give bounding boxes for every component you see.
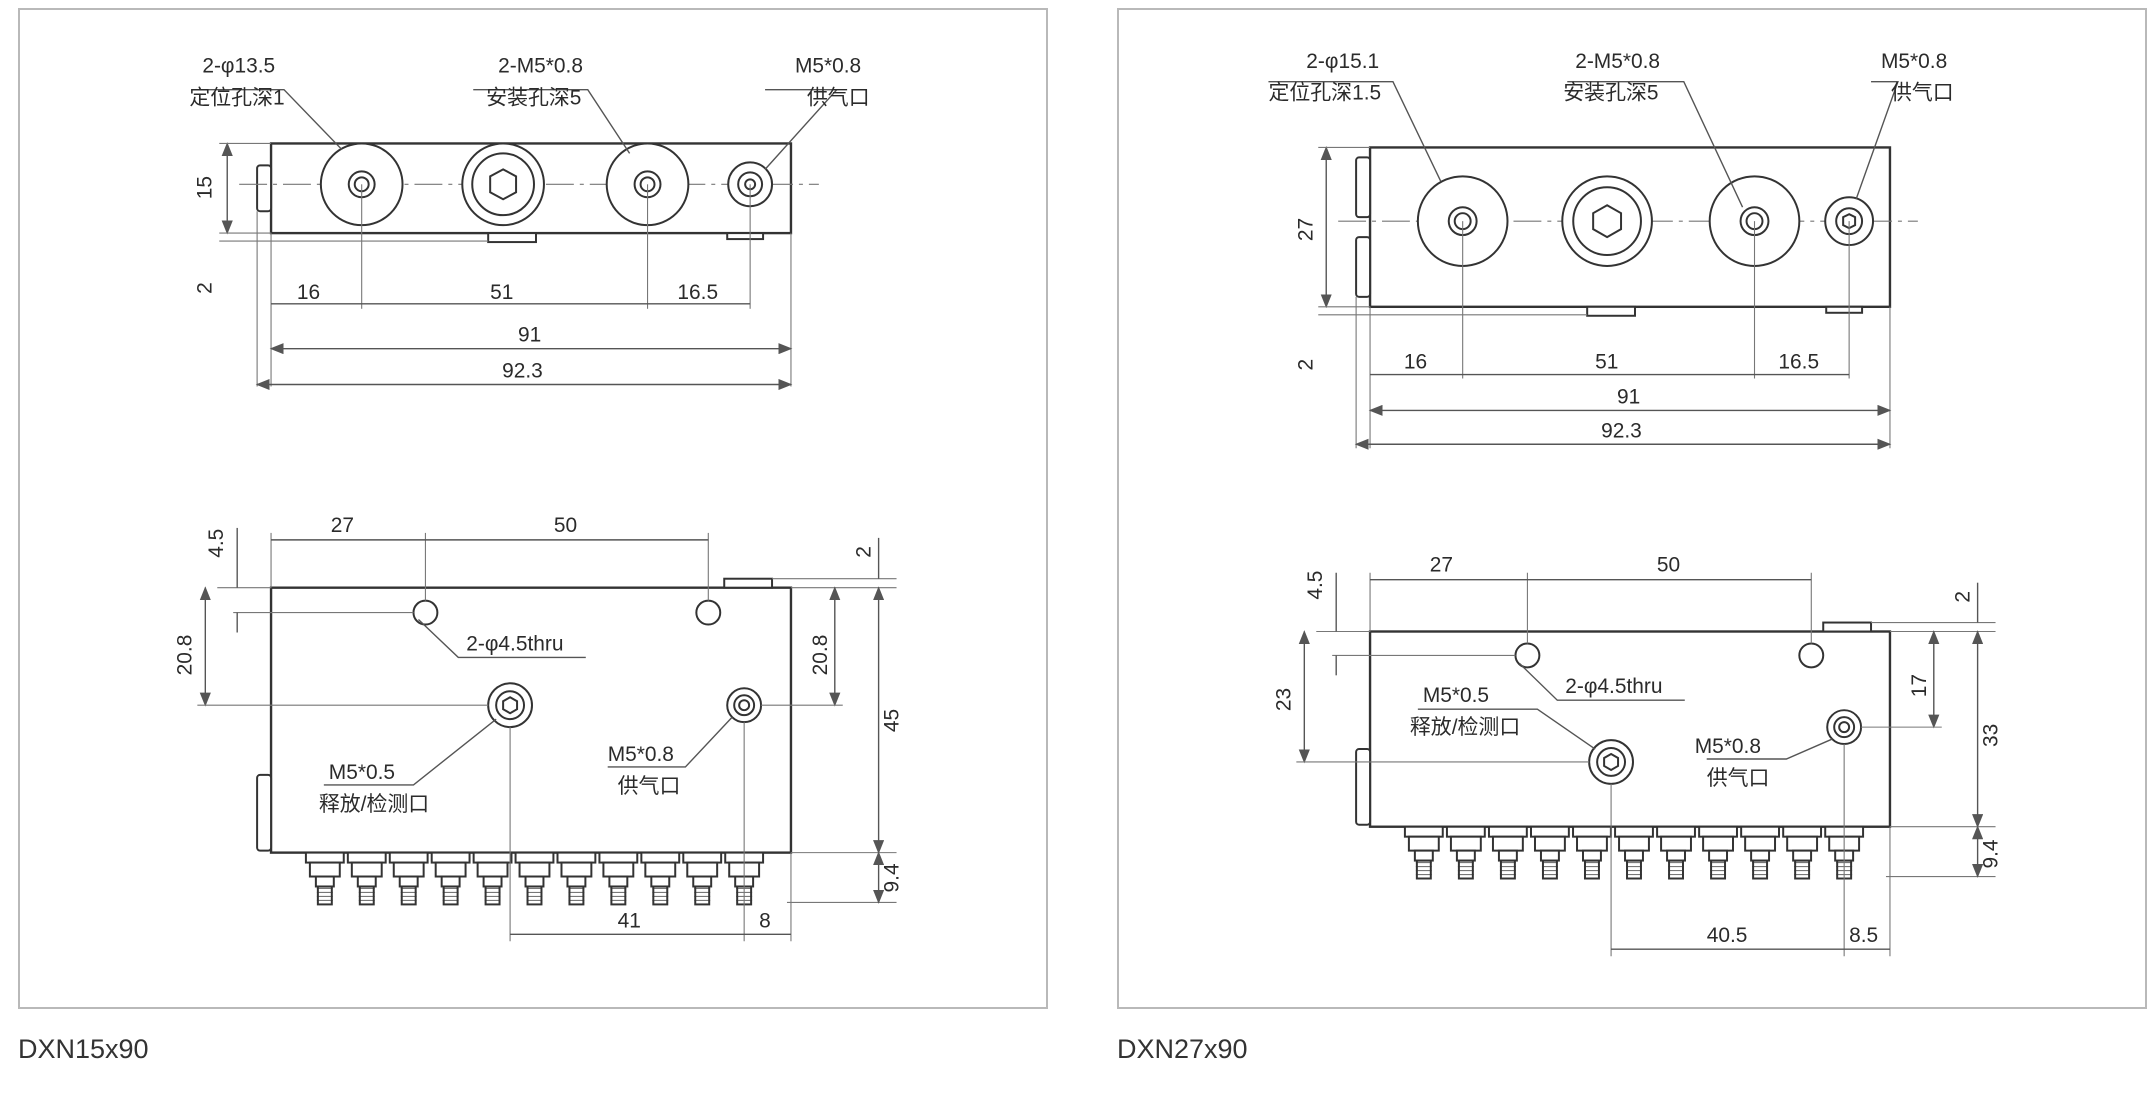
caption-dxn27x90: DXN27x90 <box>1117 1034 1248 1064</box>
supply-port-spec: M5*0.8 <box>795 55 861 78</box>
locating-hole-spec: 2-φ13.5 <box>202 55 275 78</box>
nozzle <box>1698 825 1738 880</box>
nozzle <box>388 851 429 906</box>
release-port-label: 释放/检测口 <box>1410 716 1520 739</box>
mounting-hole-depth: 安装孔深5 <box>1563 82 1658 105</box>
thru-hole-spec: 2-φ4.5thru <box>466 632 563 655</box>
supply-port-front <box>726 687 763 724</box>
top-dim-16: 16 <box>1404 351 1427 374</box>
front-supply-port-label: 供气口 <box>1707 767 1770 790</box>
nozzle <box>346 851 387 906</box>
nozzle <box>1487 825 1528 880</box>
nozzle <box>1445 825 1486 880</box>
mounting-hole-spec: 2-M5*0.8 <box>1575 50 1660 73</box>
front-right-vertical-dim: 20.8 <box>809 635 832 676</box>
dxn15x90-drawing: 2-φ13.5 定位孔深1 2-M5*0.8 安装孔深5 M5*0.8 供气口 … <box>173 55 904 942</box>
nozzle-row <box>304 851 765 906</box>
top-step-dim: 2 <box>1294 359 1317 371</box>
thru-hole-left <box>412 599 439 626</box>
nozzle <box>1403 825 1444 880</box>
front-bottom-dim-40-5: 40.5 <box>1707 924 1748 947</box>
thru-hole-spec: 2-φ4.5thru <box>1565 675 1662 698</box>
caption-dxn15x90: DXN15x90 <box>18 1034 149 1064</box>
drawing-panel-dxn27x90: 2-φ15.1 定位孔深1.5 2-M5*0.8 安装孔深5 M5*0.8 供气… <box>1117 8 2147 1009</box>
front-top-offset-dim: 4.5 <box>205 529 228 558</box>
locating-hole-depth: 定位孔深1.5 <box>1268 82 1381 105</box>
front-height-dim: 33 <box>1980 724 2003 747</box>
nozzle <box>472 851 513 906</box>
front-view: 27 50 4.5 23 2 17 33 9.4 40.5 8.5 2-φ4.5… <box>1272 554 2003 957</box>
mounting-hole-hex <box>461 142 545 227</box>
mounting-hole-spec: 2-M5*0.8 <box>498 55 583 78</box>
nozzle <box>1614 825 1654 880</box>
release-port-label: 释放/检测口 <box>319 793 429 816</box>
top-dim-91: 91 <box>1617 385 1640 408</box>
mounting-hole-hex <box>1561 175 1653 267</box>
top-height-dim: 27 <box>1294 218 1317 241</box>
top-height-dim: 15 <box>193 176 216 199</box>
thru-hole-right <box>695 599 722 626</box>
top-view: 2-φ15.1 定位孔深1.5 2-M5*0.8 安装孔深5 M5*0.8 供气… <box>1268 50 1954 450</box>
front-bottom-dim-8-5: 8.5 <box>1849 924 1878 947</box>
release-port <box>487 682 534 729</box>
nozzle <box>430 851 471 906</box>
front-nozzle-dim: 9.4 <box>1980 839 2003 868</box>
top-dim-51: 51 <box>1595 351 1618 374</box>
front-view: 27 50 4.5 20.8 2 20.8 45 9.4 41 8 2-φ4.5 <box>173 514 904 942</box>
top-dim-16-5: 16.5 <box>677 281 718 304</box>
front-supply-port-spec: M5*0.8 <box>1695 735 1761 758</box>
top-dim-92-3: 92.3 <box>502 360 543 383</box>
nozzle <box>598 851 639 906</box>
nozzle <box>1740 825 1781 880</box>
dxn27x90-drawing: 2-φ15.1 定位孔深1.5 2-M5*0.8 安装孔深5 M5*0.8 供气… <box>1268 50 2003 957</box>
front-dim-27: 27 <box>331 514 354 537</box>
top-dim-16: 16 <box>297 281 320 304</box>
front-supply-port-spec: M5*0.8 <box>608 743 674 766</box>
nozzle <box>556 851 597 906</box>
nozzle-row <box>1403 825 1865 880</box>
front-dim-50: 50 <box>1657 554 1680 577</box>
mounting-hole-depth: 安装孔深5 <box>486 87 581 110</box>
thru-hole-left <box>1514 642 1541 669</box>
manifold-body-front <box>269 586 793 854</box>
nozzle <box>514 851 555 906</box>
front-bottom-dim-8: 8 <box>759 909 771 932</box>
release-port-spec: M5*0.5 <box>1423 684 1489 707</box>
supply-port-spec: M5*0.8 <box>1881 50 1947 73</box>
front-dim-50: 50 <box>554 514 577 537</box>
front-dim-27: 27 <box>1430 554 1453 577</box>
nozzle <box>682 851 723 906</box>
front-height-dim: 45 <box>881 709 904 732</box>
nozzle <box>1572 825 1612 880</box>
front-right-vertical-dim: 17 <box>1908 674 1931 697</box>
nozzle <box>1656 825 1696 880</box>
front-tab-dim: 2 <box>1952 591 1975 603</box>
nozzle <box>304 851 345 906</box>
supply-port-label: 供气口 <box>1891 82 1954 105</box>
front-nozzle-dim: 9.4 <box>881 863 904 892</box>
front-tab-dim: 2 <box>853 546 876 558</box>
thru-hole-right <box>1798 642 1825 669</box>
supply-port-label: 供气口 <box>807 87 870 110</box>
top-dim-16-5: 16.5 <box>1778 351 1819 374</box>
supply-port-front <box>1826 709 1863 746</box>
release-port <box>1588 739 1634 785</box>
top-dim-92-3: 92.3 <box>1601 419 1642 442</box>
top-view: 2-φ13.5 定位孔深1 2-M5*0.8 安装孔深5 M5*0.8 供气口 … <box>189 55 870 391</box>
front-left-vertical-dim: 23 <box>1272 688 1295 711</box>
top-dim-51: 51 <box>490 281 513 304</box>
locating-hole-spec: 2-φ15.1 <box>1306 50 1379 73</box>
front-bottom-dim-41: 41 <box>618 909 641 932</box>
nozzle <box>1530 825 1570 880</box>
top-step-dim: 2 <box>193 282 216 294</box>
nozzle <box>1782 825 1823 880</box>
front-supply-port-label: 供气口 <box>618 775 681 798</box>
front-top-offset-dim: 4.5 <box>1304 571 1327 600</box>
top-dim-91: 91 <box>518 324 541 347</box>
drawing-panel-dxn15x90: 2-φ13.5 定位孔深1 2-M5*0.8 安装孔深5 M5*0.8 供气口 … <box>18 8 1048 1009</box>
locating-hole-depth: 定位孔深1 <box>189 87 284 110</box>
front-left-vertical-dim: 20.8 <box>173 635 196 676</box>
release-port-spec: M5*0.5 <box>329 761 395 784</box>
nozzle <box>640 851 681 906</box>
